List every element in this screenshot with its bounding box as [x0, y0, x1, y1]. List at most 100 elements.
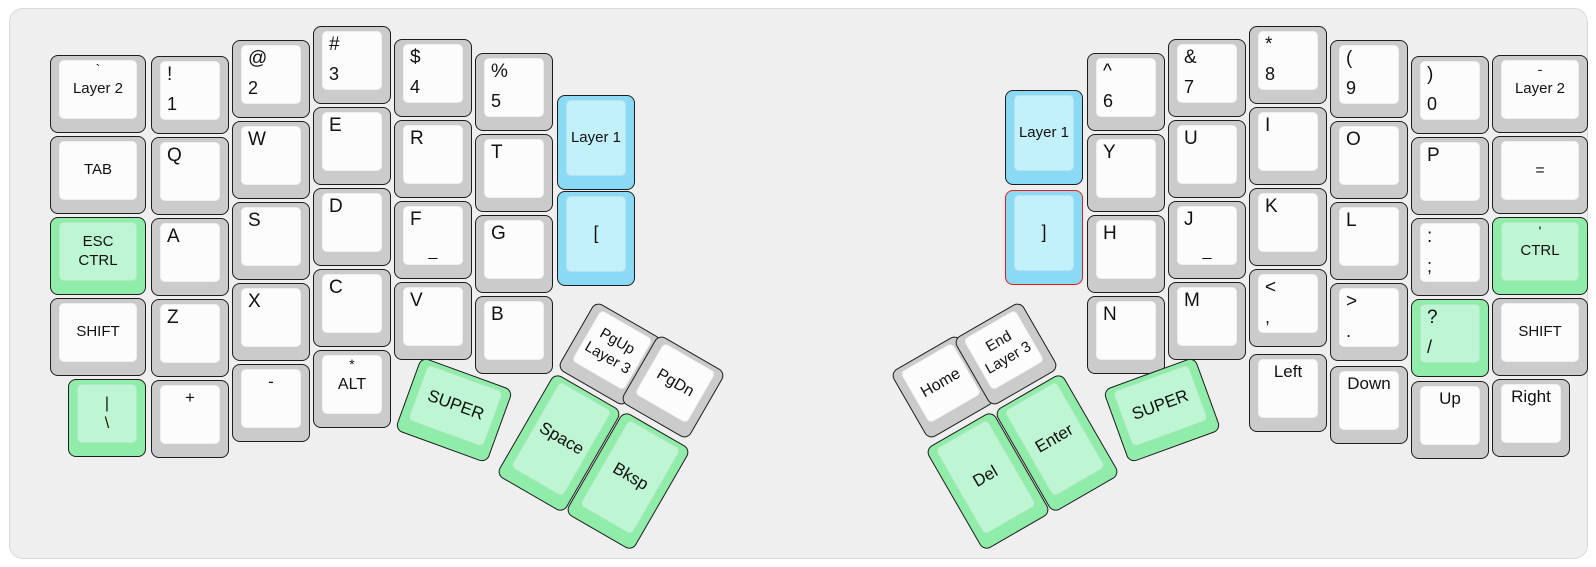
- keycap-surface: F_: [403, 206, 463, 265]
- key-layer1-left[interactable]: Layer 1: [557, 95, 635, 190]
- key-d[interactable]: D: [313, 188, 391, 266]
- key-legend: >: [1346, 291, 1358, 312]
- key-t[interactable]: T: [475, 134, 553, 212]
- key-j[interactable]: J_: [1168, 201, 1246, 279]
- key-legend: ,: [1265, 307, 1271, 328]
- key-h[interactable]: H: [1087, 215, 1165, 293]
- key-n[interactable]: N: [1087, 296, 1165, 374]
- key-legend: Y: [1103, 142, 1116, 163]
- key-right[interactable]: Right: [1492, 379, 1570, 457]
- keycap-surface: ?/: [1420, 304, 1480, 363]
- key-legend: A: [167, 226, 180, 247]
- key-legend: S: [248, 210, 261, 231]
- keycap-surface: ^6: [1096, 58, 1156, 117]
- keycap-surface: >.: [1339, 288, 1399, 347]
- key-minus-left[interactable]: -: [232, 364, 310, 442]
- keycap-surface: *8: [1258, 31, 1318, 90]
- key-y[interactable]: Y: [1087, 134, 1165, 212]
- key-legend: SHIFT: [76, 323, 120, 341]
- key-1[interactable]: !1: [151, 56, 229, 134]
- keycap-surface: Z: [160, 304, 220, 363]
- key-4[interactable]: $4: [394, 39, 472, 117]
- keycap-surface: %5: [484, 58, 544, 117]
- key-period[interactable]: >.: [1330, 283, 1408, 361]
- key-legend: :: [1427, 226, 1433, 247]
- key-c[interactable]: C: [313, 269, 391, 347]
- key-legend: V: [410, 290, 423, 311]
- key-shift-right[interactable]: SHIFT: [1492, 298, 1588, 376]
- key-s[interactable]: S: [232, 202, 310, 280]
- key-legend: _: [428, 243, 438, 261]
- key-3[interactable]: #3: [313, 26, 391, 104]
- key-shift-left[interactable]: SHIFT: [50, 298, 146, 376]
- key-legend: N: [1103, 304, 1117, 325]
- key-m[interactable]: M: [1168, 282, 1246, 360]
- keycap-surface: Right: [1501, 384, 1561, 443]
- key-i[interactable]: I: [1249, 107, 1327, 185]
- key-slash[interactable]: ?/: [1411, 299, 1489, 377]
- key-b[interactable]: B: [475, 296, 553, 374]
- key-esc-ctrl[interactable]: ESC CTRL: [50, 217, 146, 295]
- key-9[interactable]: (9: [1330, 40, 1408, 118]
- key-k[interactable]: K: [1249, 188, 1327, 266]
- key-legend: Layer 2: [72, 80, 124, 98]
- key-legend: ]: [1041, 222, 1047, 243]
- key-rbracket[interactable]: ]: [1005, 190, 1083, 285]
- key-legend: -: [268, 372, 274, 391]
- key-f[interactable]: F_: [394, 201, 472, 279]
- key-v[interactable]: V: [394, 282, 472, 360]
- key-u[interactable]: U: [1168, 120, 1246, 198]
- key-2[interactable]: @2: [232, 40, 310, 118]
- key-legend: &: [1184, 47, 1197, 68]
- key-legend: Q: [167, 145, 182, 166]
- key-e[interactable]: E: [313, 107, 391, 185]
- key-p[interactable]: P: [1411, 137, 1489, 215]
- keycap-surface: Up: [1420, 386, 1480, 445]
- key-legend: ^: [1103, 61, 1112, 82]
- keycap-surface: #3: [322, 31, 382, 90]
- keycap-surface: -Layer 2: [1501, 60, 1579, 119]
- keycap-surface: SUPER: [407, 364, 504, 448]
- key-backtick-layer2[interactable]: ` Layer 2: [50, 55, 146, 133]
- key-0[interactable]: )0: [1411, 56, 1489, 134]
- keycap-surface: V: [403, 287, 463, 346]
- key-8[interactable]: *8: [1249, 26, 1327, 104]
- key-comma[interactable]: <,: [1249, 269, 1327, 347]
- key-g[interactable]: G: [475, 215, 553, 293]
- key-legend: `: [95, 61, 101, 77]
- key-5[interactable]: %5: [475, 53, 553, 131]
- key-minus-layer2[interactable]: -Layer 2: [1492, 55, 1588, 133]
- key-lbracket[interactable]: [: [557, 191, 635, 286]
- keycap-surface: I: [1258, 112, 1318, 171]
- key-legend: .: [1346, 321, 1352, 342]
- key-x[interactable]: X: [232, 283, 310, 361]
- key-layer1-right[interactable]: Layer 1: [1005, 90, 1083, 185]
- key-legend: Layer 1: [570, 128, 622, 146]
- key-alt[interactable]: *ALT: [313, 350, 391, 428]
- key-legend: +: [185, 388, 195, 407]
- key-left[interactable]: Left: [1249, 354, 1327, 432]
- key-quote-ctrl[interactable]: 'CTRL: [1492, 217, 1588, 295]
- key-l[interactable]: L: [1330, 202, 1408, 280]
- key-up[interactable]: Up: [1411, 381, 1489, 459]
- key-a[interactable]: A: [151, 218, 229, 296]
- key-o[interactable]: O: [1330, 121, 1408, 199]
- key-q[interactable]: Q: [151, 137, 229, 215]
- key-tab[interactable]: TAB: [50, 136, 146, 214]
- key-r[interactable]: R: [394, 120, 472, 198]
- key-legend: 9: [1346, 78, 1357, 99]
- key-6[interactable]: ^6: [1087, 53, 1165, 131]
- key-w[interactable]: W: [232, 121, 310, 199]
- key-plus[interactable]: +: [151, 380, 229, 458]
- key-7[interactable]: &7: [1168, 39, 1246, 117]
- key-legend: O: [1346, 129, 1361, 150]
- key-equals[interactable]: =: [1492, 136, 1588, 214]
- key-semicolon[interactable]: :;: [1411, 218, 1489, 296]
- key-z[interactable]: Z: [151, 299, 229, 377]
- key-pipe-backslash[interactable]: | \: [68, 379, 146, 457]
- keycap-surface: Left: [1258, 359, 1318, 418]
- key-down[interactable]: Down: [1330, 366, 1408, 444]
- keycap-surface: U: [1177, 125, 1237, 184]
- key-legend: H: [1103, 223, 1117, 244]
